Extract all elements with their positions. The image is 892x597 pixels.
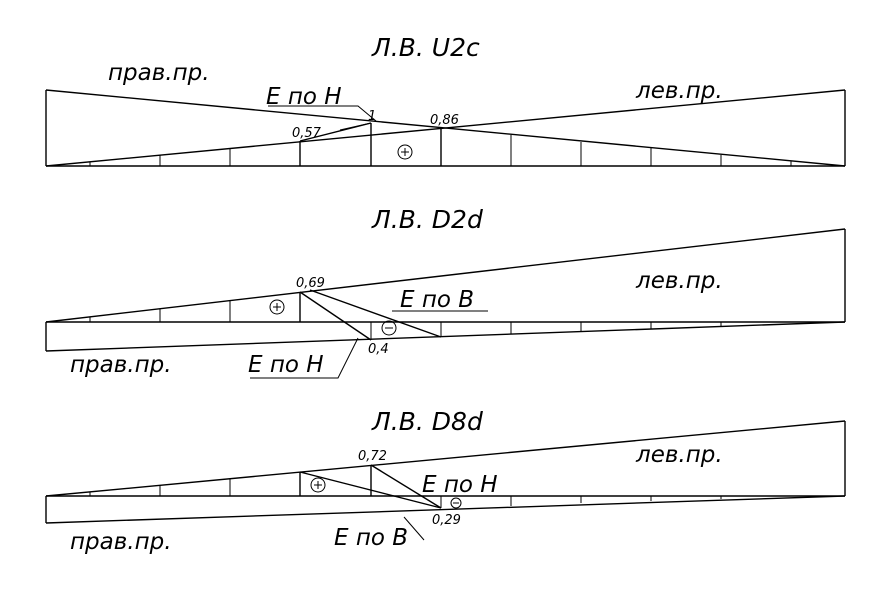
- left-support-label: прав.пр.: [70, 352, 172, 378]
- ordinate-value: 1: [368, 109, 376, 124]
- panel-ordinates: [89, 292, 722, 340]
- influence-jump-2: [309, 289, 442, 338]
- ordinate-value: 0,4: [368, 342, 389, 357]
- influence-jump-2: [370, 464, 442, 509]
- ordinate-value: 0,86: [430, 113, 459, 128]
- diagram-u2c: Л.В. U2c прав.пр. лев.пр. E по H: [45, 33, 846, 167]
- panel-ordinates: [89, 465, 722, 508]
- diagram-d2d: Л.В. D2d лев.пр. прав.пр. E по B E по H: [45, 205, 846, 379]
- leader-line-bottom: [250, 337, 359, 379]
- diagram-title: Л.В. U2c: [371, 33, 480, 62]
- leader-line: [268, 105, 377, 122]
- ordinate-value: 0,57: [292, 126, 322, 141]
- influence-line-lower: [45, 321, 846, 352]
- leader-line-2: [339, 122, 372, 131]
- minus-sign-icon: [381, 320, 397, 336]
- plus-sign-icon: [269, 299, 285, 315]
- panel-ordinates: [89, 123, 792, 166]
- leader-label-bottom: E по B: [334, 525, 408, 551]
- influence-line-upper: [45, 420, 846, 497]
- ordinate-value: 0,69: [296, 276, 325, 291]
- ordinate-value: 0,29: [432, 513, 461, 528]
- diagram-d8d: Л.В. D8d лев.пр. прав.пр. E по H E по B: [45, 407, 846, 555]
- influence-jump: [299, 291, 372, 341]
- influence-line-left: [45, 89, 846, 167]
- right-support-label: лев.пр.: [635, 442, 723, 468]
- plus-sign-icon: [397, 144, 413, 160]
- left-support-label: прав.пр.: [70, 529, 172, 555]
- influence-jump: [299, 471, 442, 509]
- minus-sign-icon: [450, 497, 462, 509]
- right-support-label: лев.пр.: [635, 78, 723, 104]
- influence-line-upper: [45, 228, 846, 323]
- influence-line-lower: [45, 495, 846, 524]
- leader-line-bottom: [403, 516, 425, 541]
- ordinate-value: 0,72: [358, 449, 387, 464]
- leader-label-top: E по B: [400, 287, 474, 313]
- diagram-title: Л.В. D2d: [371, 205, 483, 234]
- leader-label-top: E по H: [422, 472, 498, 498]
- right-support-label: лев.пр.: [635, 268, 723, 294]
- leader-label-bottom: E по H: [248, 352, 324, 378]
- plus-sign-icon: [310, 477, 326, 493]
- diagram-title: Л.В. D8d: [371, 407, 483, 436]
- left-support-label: прав.пр.: [108, 60, 210, 86]
